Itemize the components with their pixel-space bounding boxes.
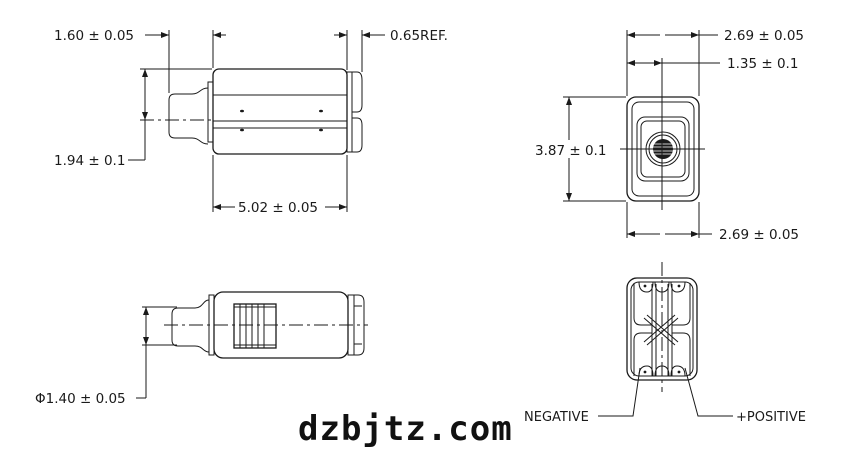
dim-ref-length: 0.65REF. — [390, 28, 448, 44]
dim-front-width-bottom: 2.69 ± 0.05 — [719, 227, 799, 243]
label-positive: +POSITIVE — [736, 410, 806, 425]
top-view: Φ1.40 ± 0.05 — [35, 291, 368, 407]
front-view: 2.69 ± 0.05 1.35 ± 0.1 3.87 ± 0.1 2.69 ±… — [535, 28, 804, 243]
side-view: 1.60 ± 0.05 0.65REF. 1.94 ± 0.1 5.02 ± 0… — [54, 28, 448, 216]
dim-body-length: 5.02 ± 0.05 — [238, 200, 318, 216]
dim-center-offset: 1.35 ± 0.1 — [727, 56, 798, 72]
dim-plug-length: 1.60 ± 0.05 — [54, 28, 134, 44]
rear-view: NEGATIVE +POSITIVE — [524, 262, 806, 425]
dim-front-height: 3.87 ± 0.1 — [535, 143, 606, 159]
dim-side-height: 1.94 ± 0.1 — [54, 153, 125, 169]
label-negative: NEGATIVE — [524, 410, 589, 425]
dim-diameter: Φ1.40 ± 0.05 — [35, 391, 126, 407]
watermark: dzbjtz.com — [298, 409, 513, 449]
dim-front-width-top: 2.69 ± 0.05 — [724, 28, 804, 44]
